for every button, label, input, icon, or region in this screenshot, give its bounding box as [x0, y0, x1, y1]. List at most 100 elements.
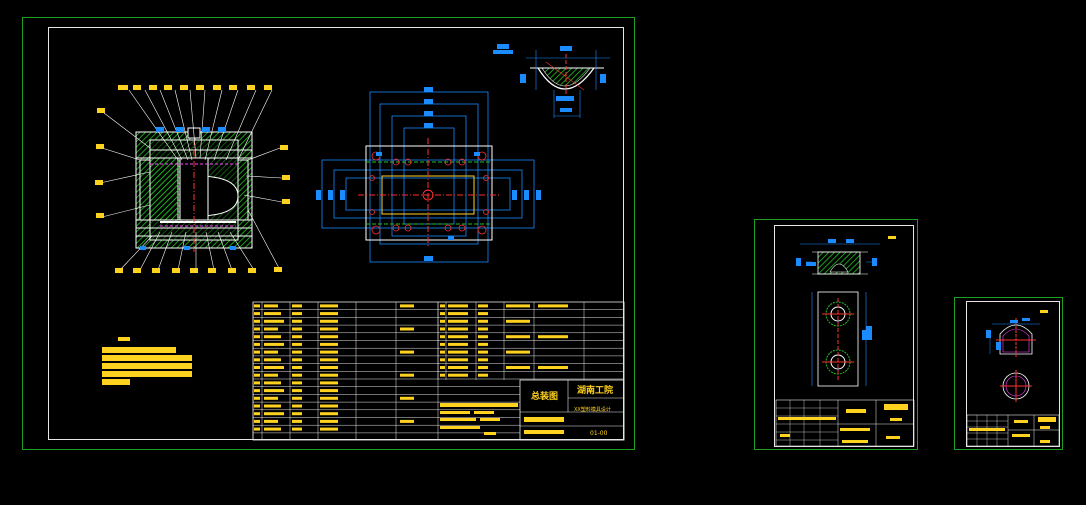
bom-cell-text: [254, 358, 260, 362]
bom-cell-text: [506, 350, 530, 354]
bom-cell-text: [320, 350, 338, 354]
bom-cell-text: [292, 327, 302, 331]
bom-cell-text: [254, 327, 260, 331]
bom-cell-text: [264, 373, 278, 377]
bom-cell-text: [292, 396, 302, 400]
bom-cell-text: [292, 335, 302, 339]
bom-cell-text: [506, 319, 530, 323]
bom-cell-text: [320, 373, 338, 377]
mold-section-view: [135, 127, 253, 252]
bom-cell-text: [292, 366, 302, 369]
bom-cell-text: [264, 427, 281, 431]
bom-cell-text: [448, 350, 468, 354]
bom-cell-text: [440, 327, 445, 331]
bom-cell-text: [254, 319, 260, 323]
bom-cell-text: [448, 335, 468, 339]
bom-cell-text: [320, 404, 338, 408]
bom-cell-text: [292, 389, 302, 393]
part-2-title-block: [966, 414, 1060, 447]
bom-cell-text: [254, 381, 260, 385]
bom-cell-text: [292, 427, 302, 431]
bom-cell-text: [292, 342, 302, 346]
part-sheet-1-frame: [774, 225, 914, 447]
bom-cell-text: [292, 304, 302, 308]
bom-cell-text: [292, 319, 302, 323]
bom-cell-text: [538, 366, 568, 369]
bom-cell-text: [400, 373, 414, 377]
bom-cell-text: [320, 427, 338, 431]
bom-cell-text: [254, 404, 260, 408]
bom-cell-text: [478, 319, 488, 323]
bom-cell-text: [320, 335, 338, 339]
plan-dimension-marks: [316, 87, 541, 261]
bom-cell-text: [448, 358, 468, 362]
bom-cell-text: [478, 350, 488, 354]
bom-cell-text: [292, 312, 302, 316]
bom-cell-text: [264, 412, 284, 416]
bom-cell-text: [478, 373, 488, 377]
bom-cell-text: [254, 419, 260, 423]
bom-cell-text: [264, 319, 284, 323]
section-dimension-marks: [140, 127, 236, 250]
bom-cell-text: [320, 381, 338, 385]
bom-cell-text: [320, 319, 338, 323]
bom-cell-text: [440, 366, 445, 369]
part-sheet-1-border: [754, 219, 918, 450]
bom-cell-text: [440, 358, 445, 362]
part-1-title-block: [775, 399, 915, 447]
bom-cell-text: [254, 335, 260, 339]
bom-cell-text: [506, 335, 530, 339]
bom-cell-text: [440, 312, 445, 316]
bom-cell-text: [264, 381, 281, 385]
bom-cell-text: [448, 366, 468, 369]
bom-cell-text: [254, 312, 260, 316]
bom-cell-text: [506, 304, 530, 308]
part-sheet-2-border: [954, 297, 1063, 450]
bom-cell-text: [400, 396, 414, 400]
bom-cell-text: [440, 335, 445, 339]
bom-cell-text: [478, 327, 488, 331]
bom-cell-text: [292, 412, 302, 416]
bom-cell-text: [254, 389, 260, 393]
bom-cell-text: [400, 419, 414, 423]
bom-cell-text: [320, 358, 338, 362]
bom-cell-text: [264, 350, 278, 354]
bom-cell-text: [400, 327, 414, 331]
bom-cell-text: [320, 304, 338, 308]
part-balloons: [95, 85, 290, 273]
assembly-sheet-frame: [48, 27, 624, 440]
bom-cell-text: [478, 366, 488, 369]
bom-cell-text: [478, 304, 488, 308]
bom-cell-text: [264, 419, 278, 423]
bom-cell-text: [320, 389, 338, 393]
bom-cell-text: [400, 350, 414, 354]
bom-cell-text: [448, 373, 468, 377]
bom-cell-text: [440, 304, 445, 308]
bom-cell-text: [448, 327, 468, 331]
bom-cell-text: [320, 327, 338, 331]
technical-notes: [102, 337, 192, 385]
bom-cell-text: [478, 342, 488, 346]
bom-cell-text: [440, 342, 445, 346]
bom-cell-text: [254, 366, 260, 369]
bom-cell-text: [264, 327, 278, 331]
bom-cell-text: [254, 427, 260, 431]
bom-cell-text: [440, 350, 445, 354]
bom-cell-text: [506, 366, 530, 369]
bom-cell-text: [478, 312, 488, 316]
bom-cell-text: [264, 342, 284, 346]
part-sheet-2-frame: [966, 301, 1060, 447]
product-detail-view: [493, 44, 610, 118]
bom-cell-text: [254, 350, 260, 354]
school-name: 湖南工院: [577, 384, 613, 396]
bom-cell-text: [254, 373, 260, 377]
drawing-name: 总装图: [531, 390, 558, 402]
bom-cell-text: [292, 404, 302, 408]
parts-list-table: [252, 301, 625, 441]
bom-cell-text: [478, 335, 488, 339]
bom-cell-text: [264, 335, 281, 339]
bom-cell-text: [320, 312, 338, 316]
bom-cell-text: [478, 358, 488, 362]
bom-cell-text: [320, 342, 338, 346]
bom-cell-text: [292, 358, 302, 362]
